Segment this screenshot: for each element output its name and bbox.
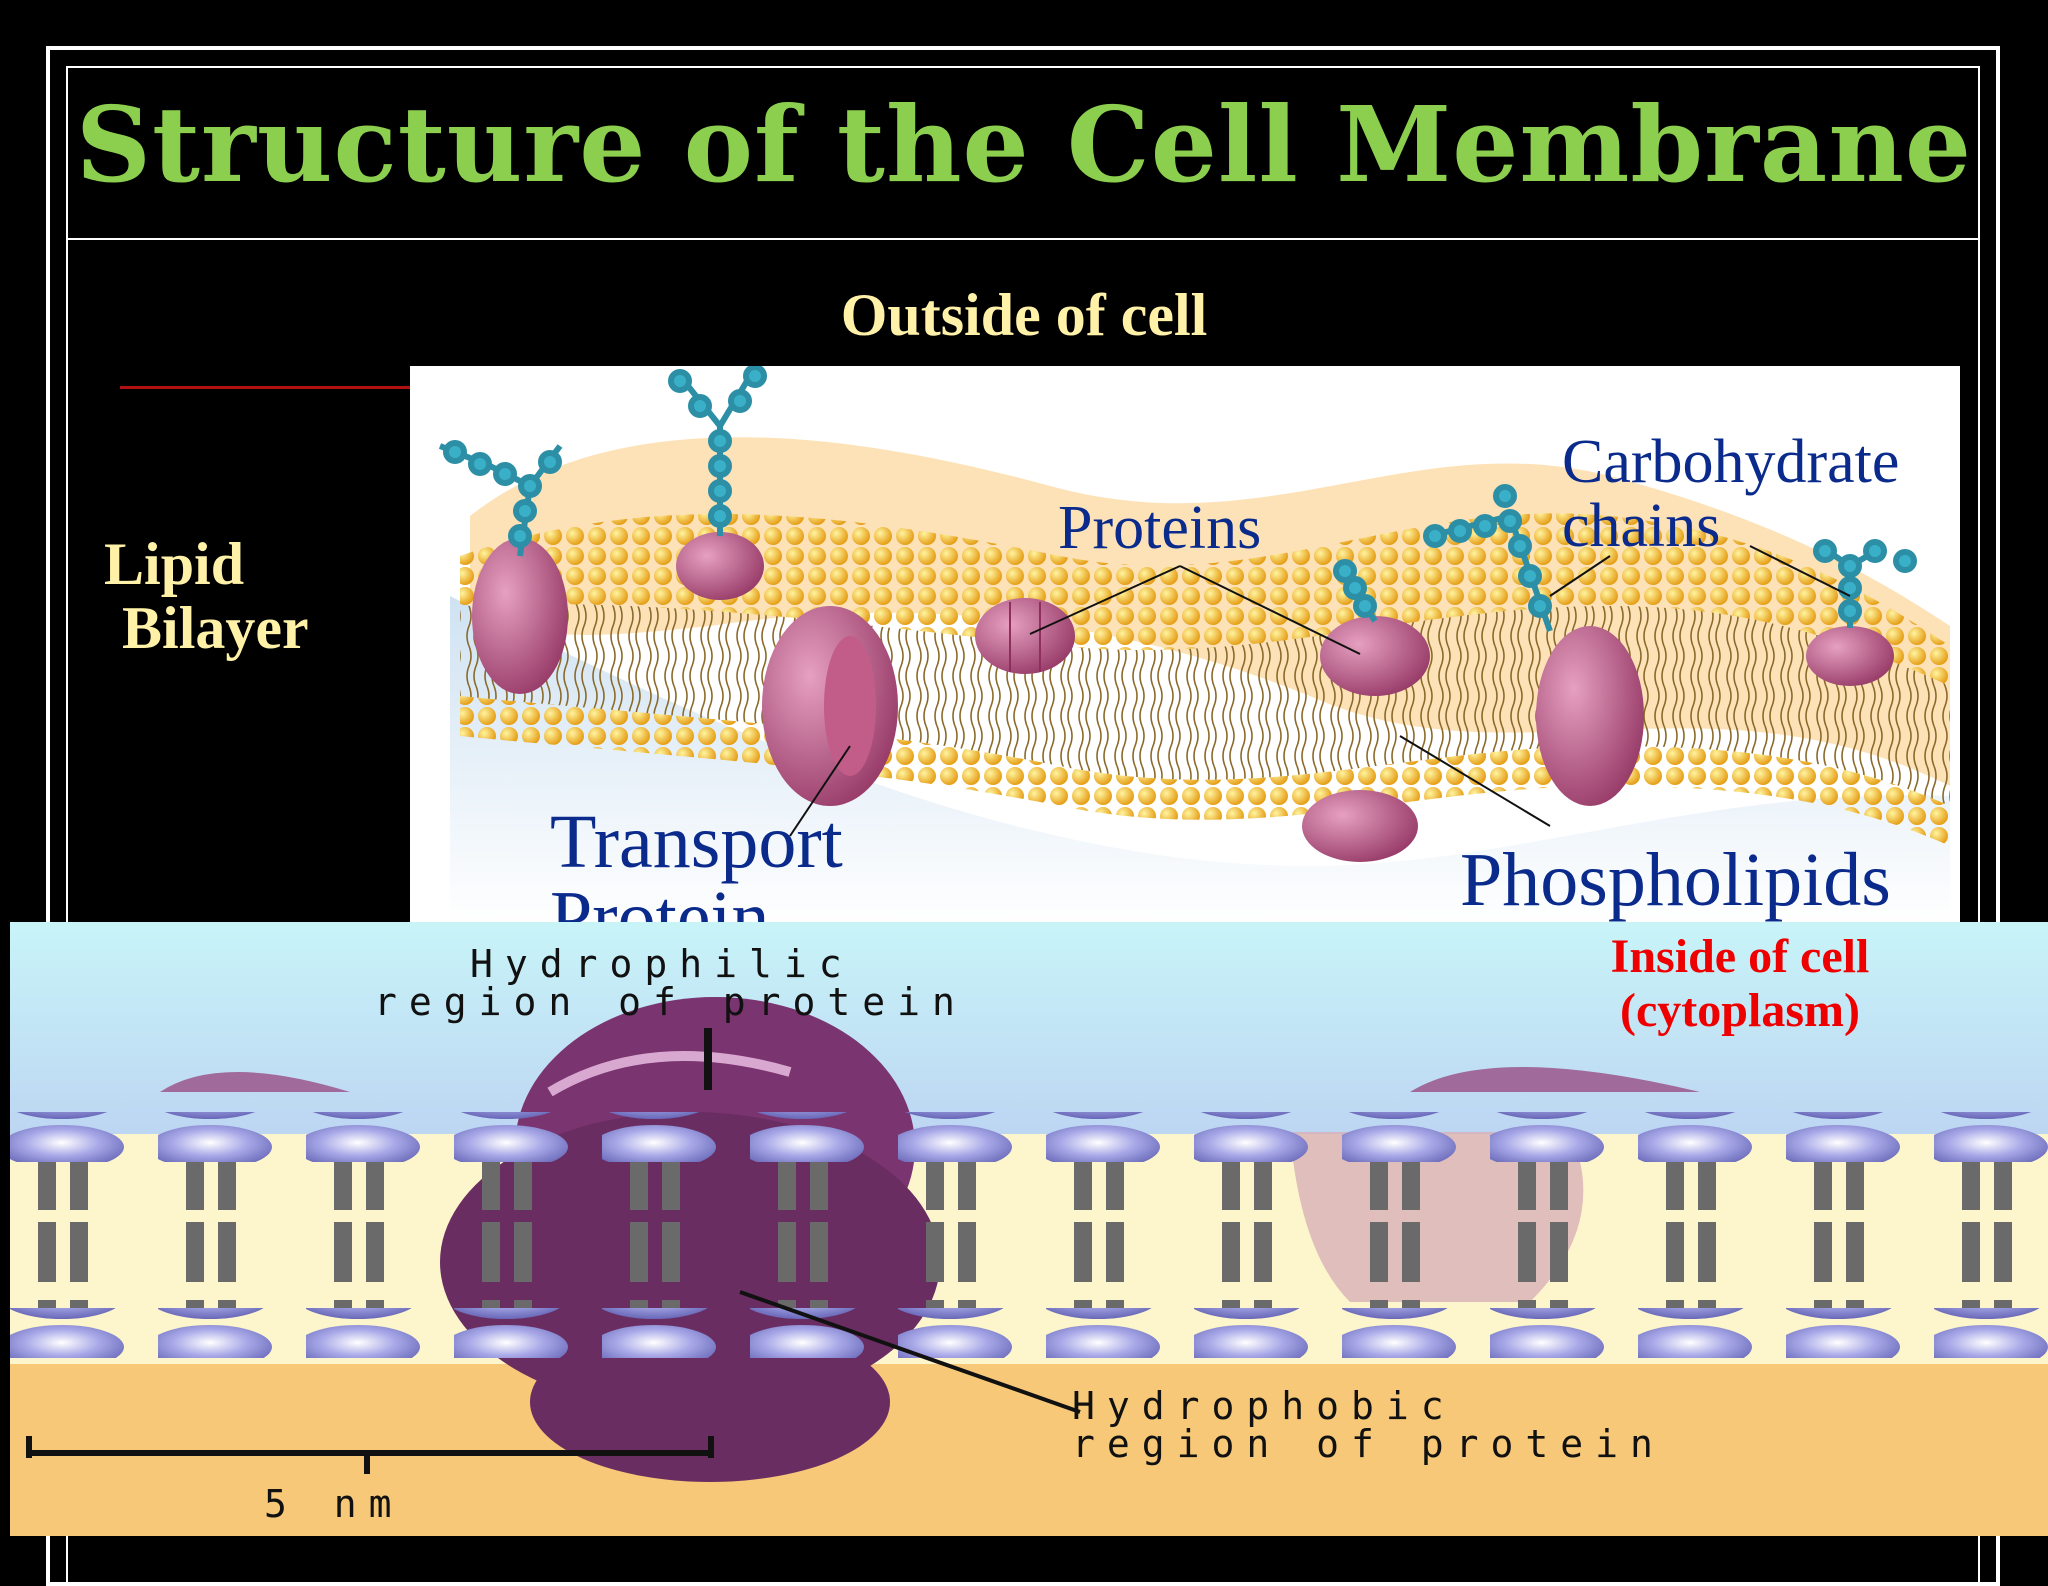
carbohydrate-chains-label: Carbohydrate chains (1562, 430, 1899, 558)
hydrophilic-label-line1: Hydrophilic (470, 942, 854, 986)
globular-protein (975, 598, 1075, 674)
upper-phospholipid-heads (460, 513, 1950, 686)
hydrophobic-pointer (739, 1290, 1081, 1414)
inside-label-line1: Inside of cell (1610, 930, 1870, 983)
scale-bar (26, 1436, 714, 1474)
proteins-label: Proteins (1058, 494, 1262, 562)
carbo-label-line1: Carbohydrate (1562, 428, 1900, 496)
title-separator (66, 238, 1980, 240)
phospholipids-label: Phospholipids (1460, 838, 1891, 922)
transport-label-line1: Transport (550, 800, 843, 884)
pixel-upper-heads (10, 1112, 2048, 1162)
hydrophilic-pointer (704, 1028, 712, 1090)
peripheral-protein-3 (1806, 626, 1894, 686)
hydrophobic-label-line2: region of protein (1072, 1422, 1665, 1466)
pixel-membrane-diagram (10, 922, 2048, 1536)
red-divider-line (120, 386, 410, 389)
hydrophilic-label-line2: region of protein (374, 980, 967, 1024)
peripheral-protein-2 (1320, 616, 1430, 696)
inside-label-line2: (cytoplasm) (1620, 984, 1860, 1037)
carbohydrate-chain-group (438, 366, 1917, 632)
lipid-bilayer-label: Lipid Bilayer (104, 532, 309, 660)
membrane-illustration (410, 366, 1960, 926)
carbo-label-line2: chains (1562, 492, 1721, 560)
membrane-shadow (450, 596, 1950, 926)
scale-label: 5 nm (264, 1482, 404, 1526)
lipid-label-line1: Lipid (104, 531, 245, 597)
pixel-lipid-tails (10, 1162, 2048, 1312)
integral-protein-left (472, 538, 568, 694)
small-protein-left (160, 1072, 350, 1092)
label-leader-lines (789, 545, 1851, 837)
small-protein-right (1410, 1067, 1700, 1092)
hydrophobic-label-line1: Hydrophobic (1072, 1384, 1456, 1428)
transport-protein (762, 606, 898, 806)
lipid-label-line2: Bilayer (122, 595, 309, 661)
peripheral-protein-1 (676, 532, 764, 600)
outside-of-cell-label: Outside of cell (840, 282, 1208, 348)
slide-title: Structure of the Cell Membrane (75, 83, 1973, 206)
pixel-lower-heads (10, 1308, 2048, 1358)
integral-protein-right (1536, 626, 1644, 806)
inside-of-cell-label: Inside of cell (cytoplasm) (1560, 930, 1920, 1038)
peripheral-protein-bottom (1302, 790, 1418, 862)
